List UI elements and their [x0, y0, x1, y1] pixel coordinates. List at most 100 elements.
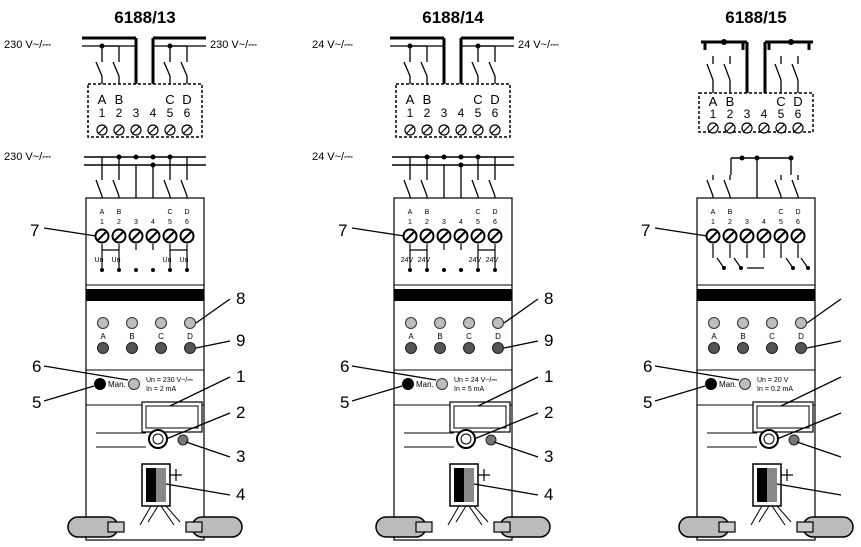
module-terminal-number: 1: [408, 219, 412, 226]
leader-2: [776, 412, 842, 440]
screw-terminal: [404, 124, 416, 136]
switch-contact: [163, 61, 171, 77]
screw-terminal: [724, 122, 736, 134]
callout-9: 9: [236, 331, 245, 350]
manual-button: [434, 342, 446, 354]
screw-terminal: [707, 122, 719, 134]
module-terminal-number: 2: [728, 219, 732, 226]
terminal-letter: C: [473, 92, 482, 107]
terminal-letter: A: [406, 92, 415, 107]
led-letter: A: [408, 332, 414, 341]
rating-current: In = 5 mA: [454, 386, 484, 393]
programming-led: [788, 434, 800, 446]
rating-current: In = 2 mA: [146, 386, 176, 393]
manual-button: [708, 342, 720, 354]
terminal-number: 4: [761, 107, 768, 121]
module-screw-terminal: [487, 228, 503, 244]
module-screw-terminal: [128, 228, 144, 244]
led-letter: A: [100, 332, 106, 341]
leader-5: [43, 385, 95, 402]
bus-voltage: 230 V~/⎓: [4, 151, 51, 163]
bus-cable-wire: [165, 505, 181, 523]
switch-contact: [420, 61, 428, 77]
leader-1: [477, 376, 539, 407]
switch-contact: [471, 179, 479, 197]
callout-2: 2: [544, 403, 553, 422]
terminal-block-outline: [87, 83, 203, 138]
status-led: [155, 317, 167, 329]
manual-mode-led: [128, 378, 140, 390]
status-led: [492, 317, 504, 329]
bus-cable-wire: [468, 505, 483, 526]
module-screw-terminal: [179, 228, 195, 244]
callout-5: 5: [643, 393, 652, 412]
switch-contact: [403, 179, 411, 197]
manual-button: [405, 342, 417, 354]
callout-8: 8: [236, 289, 245, 308]
switch-contact: [95, 61, 103, 77]
manual-mode-button: [705, 378, 717, 390]
switch-contact: [163, 179, 171, 197]
screw-terminal: [775, 122, 787, 134]
manual-button: [126, 342, 138, 354]
leader-7: [654, 227, 708, 237]
module-screw-terminal: [705, 228, 721, 244]
leader-6: [43, 365, 129, 381]
module-terminal-number: 3: [442, 219, 446, 226]
output-dot: [425, 268, 429, 272]
callout-7: 7: [30, 221, 39, 240]
switch-contact: [706, 63, 714, 81]
module-screw-terminal: [145, 228, 161, 244]
switch-contact: [800, 257, 809, 269]
bus-cable-wire: [147, 505, 159, 523]
callout-5: 5: [340, 393, 349, 412]
callout-3: 3: [236, 447, 245, 466]
module-screw-terminal: [111, 228, 127, 244]
leader-3: [185, 441, 231, 458]
leader-4: [165, 483, 231, 496]
supply-voltage-left: 24 V~/⎓: [312, 39, 353, 51]
module-screw-terminal: [453, 228, 469, 244]
bus-cable-wire: [758, 505, 770, 523]
terminal-letter: D: [182, 92, 191, 107]
screw-terminal: [438, 124, 450, 136]
screw-terminal: [147, 124, 159, 136]
status-led: [737, 317, 749, 329]
switch-contact: [733, 257, 742, 269]
screw-terminal: [164, 124, 176, 136]
status-led: [405, 317, 417, 329]
manual-button: [184, 342, 196, 354]
switch-contact: [488, 179, 496, 197]
bus-cable-right: [185, 516, 243, 538]
bus-cable-right: [493, 516, 551, 538]
leader-2: [165, 412, 231, 440]
terminal-number: 3: [744, 107, 751, 121]
module-terminal-letter: D: [184, 209, 189, 216]
status-led: [184, 317, 196, 329]
manual-button: [155, 342, 167, 354]
module-terminal-number: 5: [779, 219, 783, 226]
leader-4: [776, 483, 842, 496]
bus-cable-left: [67, 516, 125, 538]
manual-button: [492, 342, 504, 354]
screw-terminal: [472, 124, 484, 136]
led-letter: C: [769, 332, 775, 341]
screw-terminal: [113, 124, 125, 136]
bus-cable-left: [375, 516, 433, 538]
bus-voltage: 24 V~/⎓: [312, 151, 353, 163]
bus-cable-wire: [139, 505, 152, 526]
device-title: 6188/13: [114, 8, 175, 27]
switch-contact: [785, 257, 794, 269]
programming-led: [177, 434, 189, 446]
switch-contact: [112, 61, 120, 77]
terminal-number: 1: [710, 107, 717, 121]
terminal-number: 4: [150, 106, 157, 120]
output-label: Un: [180, 257, 189, 264]
callout-6: 6: [340, 357, 349, 376]
bus-terminal-black: [454, 468, 464, 502]
switch-contact: [723, 179, 731, 197]
bus-cable-right: [796, 516, 854, 538]
housing-black-band: [394, 289, 512, 301]
screw-terminal: [792, 122, 804, 134]
